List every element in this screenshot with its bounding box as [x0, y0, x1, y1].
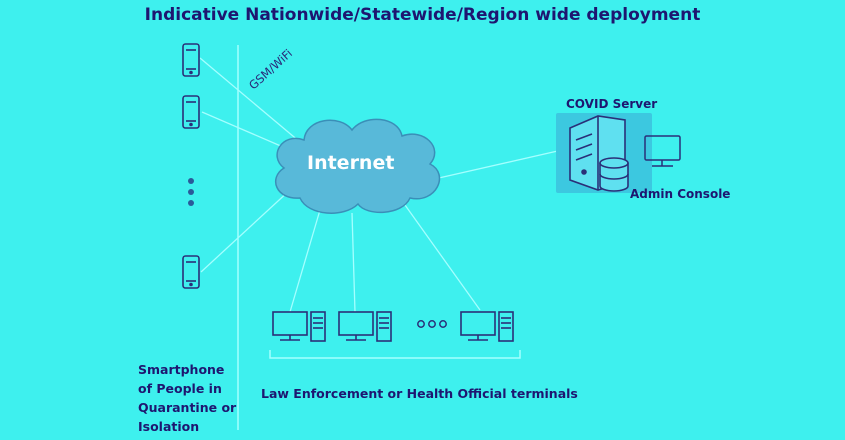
desktop-computer-icon [460, 311, 514, 342]
link-internet-terminal2 [351, 212, 356, 313]
terminals-label: Law Enforcement or Health Official termi… [261, 386, 578, 401]
link-internet-terminal3 [404, 204, 481, 311]
admin-console-label: Admin Console [630, 187, 731, 201]
smartphone-icon [182, 43, 200, 77]
monitor-icon [644, 135, 681, 167]
ellipsis-icon [188, 178, 194, 206]
link-phone2-internet [201, 111, 291, 151]
connector-lines [199, 57, 563, 313]
cloud-icon [274, 118, 441, 214]
smartphones-label: Smartphone of People in Quarantine or Is… [138, 362, 237, 434]
link-internet-terminal1 [289, 209, 321, 313]
internet-label: Internet [307, 152, 395, 174]
desktop-computer-icon [272, 311, 326, 342]
smartphone-icon [182, 255, 200, 289]
database-icon [599, 157, 629, 192]
link-phone3-internet [200, 189, 291, 273]
link-internet-server [429, 149, 563, 181]
terminals-bracket [269, 350, 521, 359]
link-phone1-internet [199, 57, 301, 143]
ellipsis-icon [417, 320, 447, 328]
smartphone-icon [182, 95, 200, 129]
server-label: COVID Server [566, 97, 658, 111]
diagram-title: Indicative Nationwide/Statewide/Region w… [144, 5, 701, 25]
desktop-computer-icon [338, 311, 392, 342]
